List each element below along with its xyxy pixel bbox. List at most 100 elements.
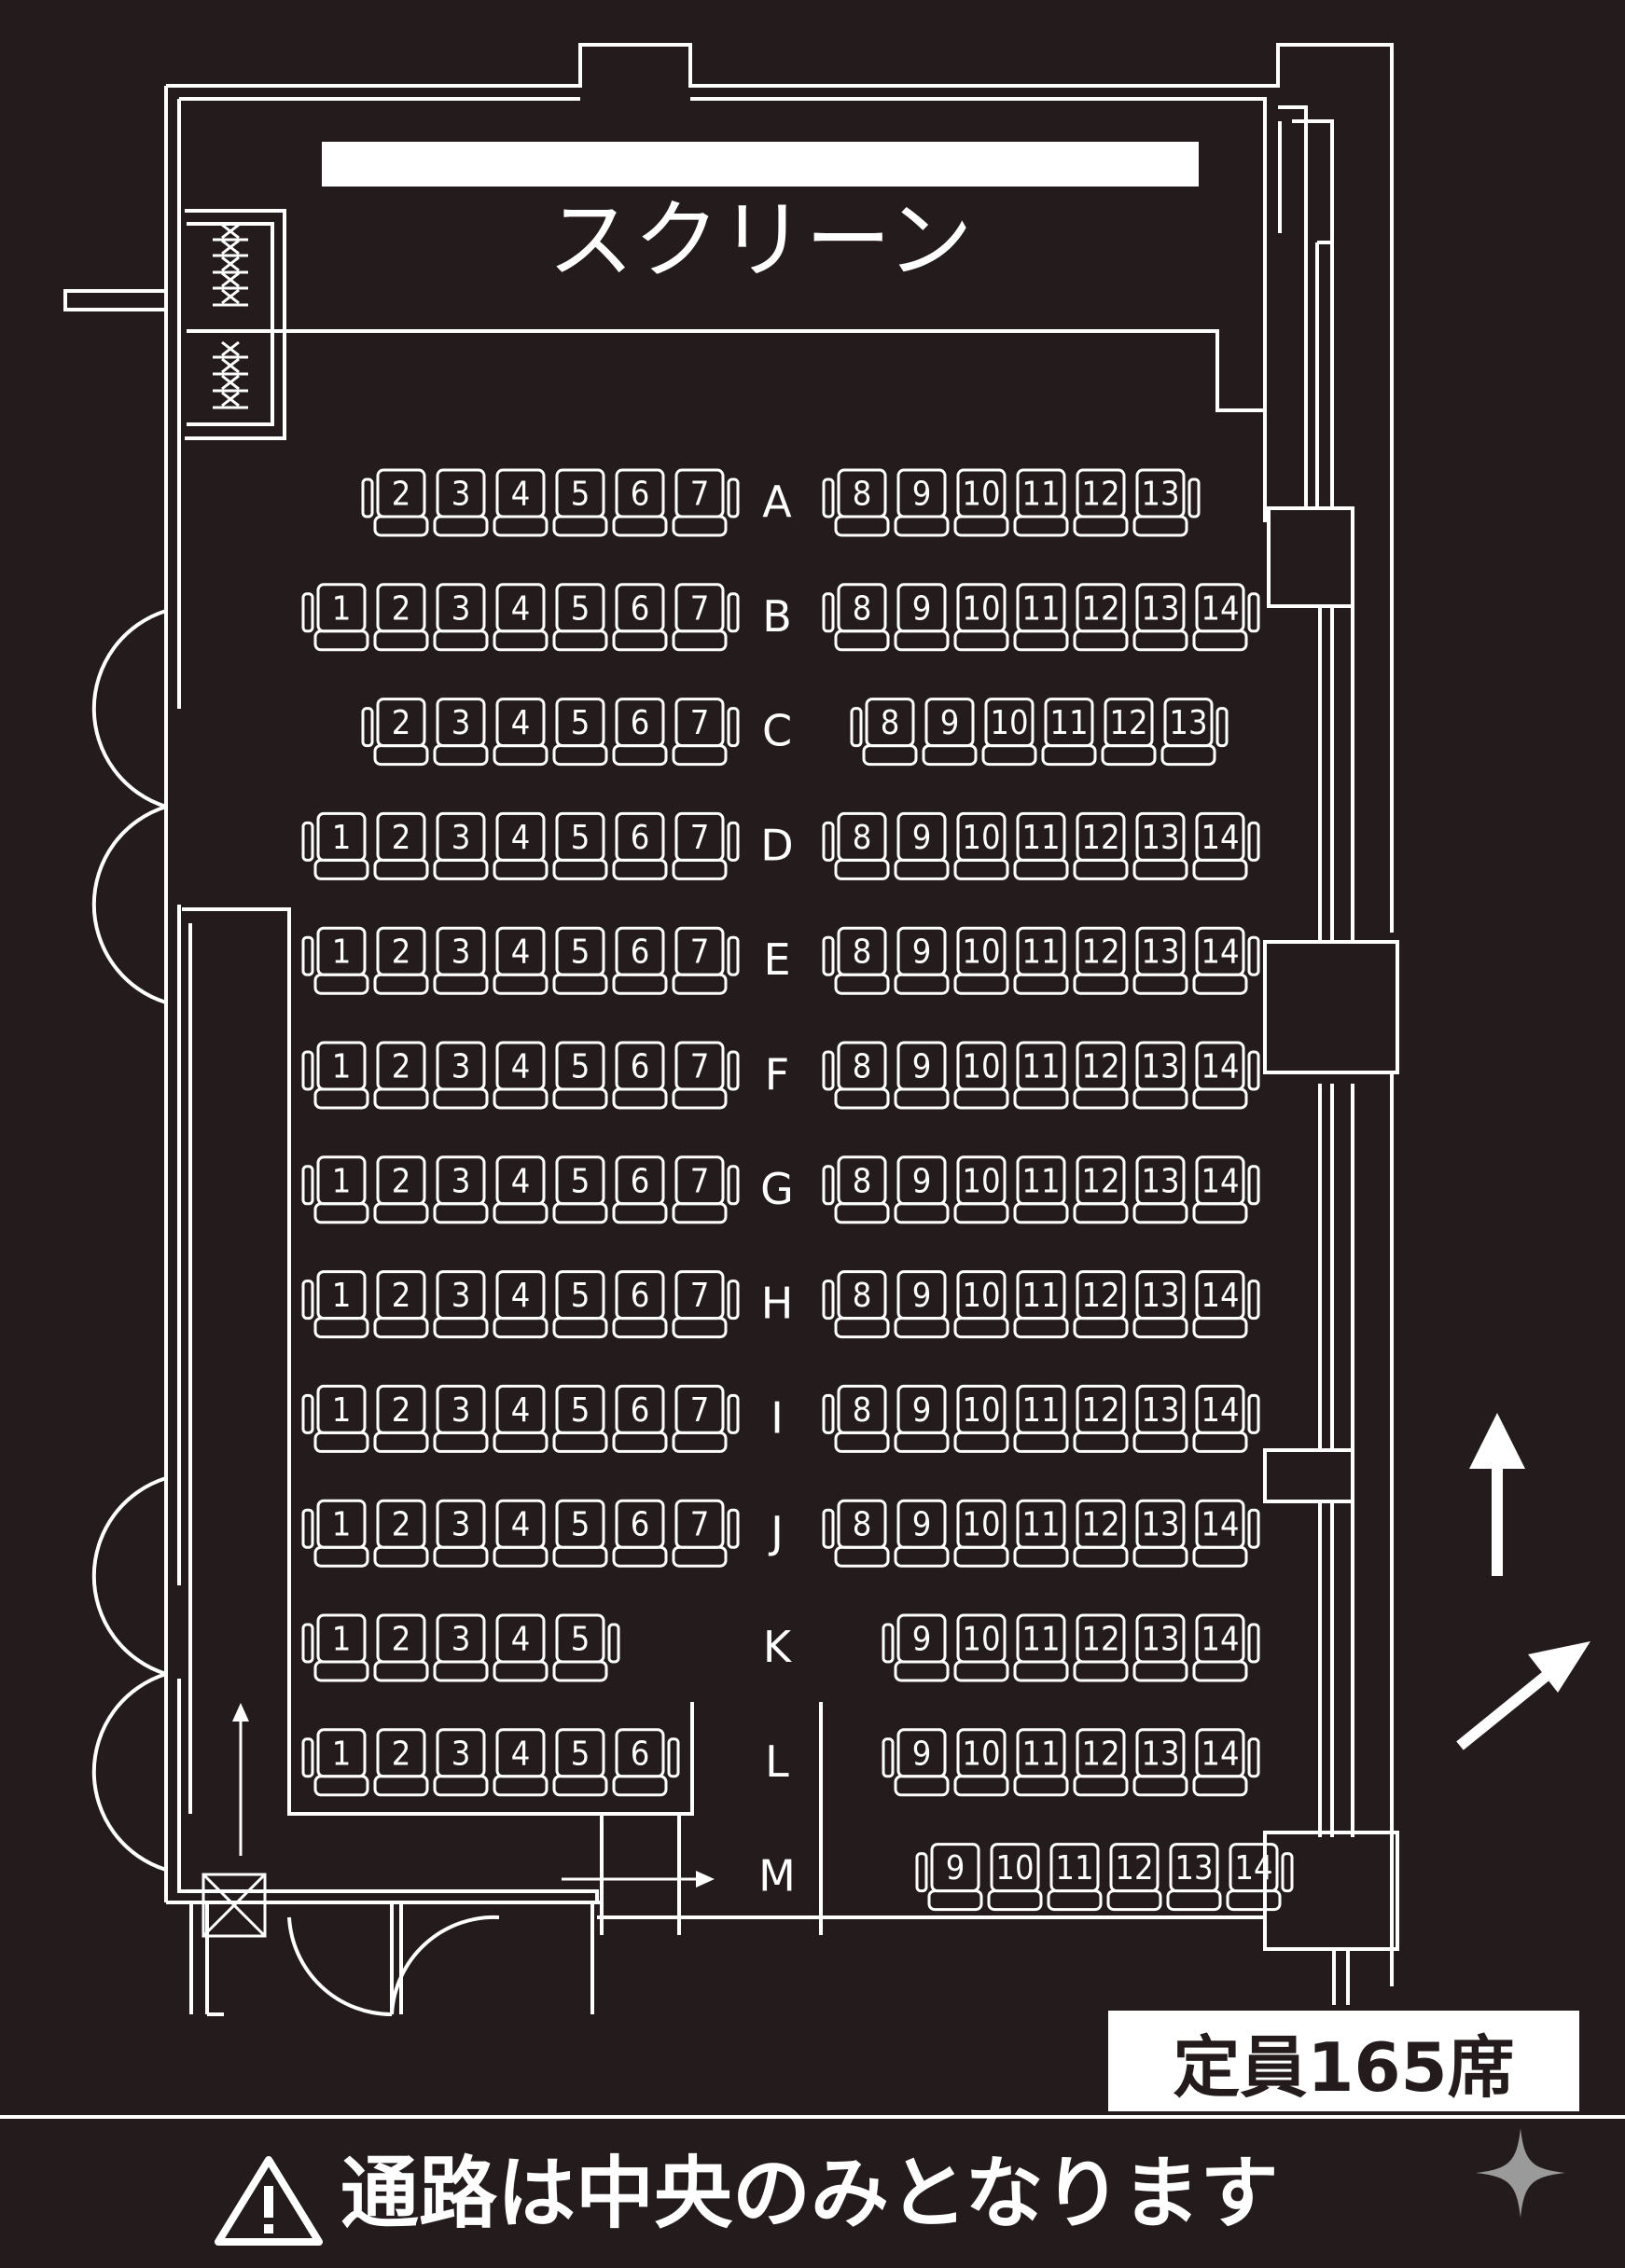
seat[interactable]: 9	[894, 1270, 950, 1339]
seat[interactable]: 14	[1192, 583, 1248, 652]
seat[interactable]: 13	[1132, 1728, 1188, 1797]
seat[interactable]: 1	[313, 1613, 369, 1682]
seat[interactable]: 14	[1226, 1843, 1282, 1912]
seat[interactable]: 9	[894, 1499, 950, 1568]
seat[interactable]: 5	[552, 1270, 608, 1339]
seat[interactable]: 6	[612, 1155, 668, 1224]
seat[interactable]: 1	[313, 1384, 369, 1453]
seat[interactable]: 12	[1101, 698, 1157, 767]
seat[interactable]: 11	[1013, 583, 1069, 652]
seat[interactable]: 1	[313, 1270, 369, 1339]
seat[interactable]: 2	[373, 1041, 429, 1110]
seat[interactable]: 1	[313, 1155, 369, 1224]
seat[interactable]: 12	[1073, 926, 1129, 995]
seat[interactable]: 10	[953, 1041, 1009, 1110]
seat[interactable]: 14	[1192, 1155, 1248, 1224]
seat[interactable]: 8	[834, 1041, 890, 1110]
seat[interactable]: 2	[373, 1499, 429, 1568]
seat[interactable]: 10	[987, 1843, 1043, 1912]
seat[interactable]: 9	[894, 1613, 950, 1682]
seat[interactable]: 5	[552, 926, 608, 995]
seat[interactable]: 7	[672, 698, 728, 767]
seat[interactable]: 10	[953, 1384, 1009, 1453]
seat[interactable]: 13	[1132, 583, 1188, 652]
seat[interactable]: 8	[834, 1384, 890, 1453]
seat[interactable]: 12	[1073, 1499, 1129, 1568]
seat[interactable]: 8	[834, 926, 890, 995]
seat[interactable]: 5	[552, 1499, 608, 1568]
seat[interactable]: 12	[1073, 583, 1129, 652]
seat[interactable]: 10	[953, 1155, 1009, 1224]
seat[interactable]: 12	[1073, 1728, 1129, 1797]
seat[interactable]: 3	[433, 811, 489, 880]
seat[interactable]: 2	[373, 1155, 429, 1224]
seat[interactable]: 3	[433, 583, 489, 652]
seat[interactable]: 7	[672, 1041, 728, 1110]
seat[interactable]: 13	[1166, 1843, 1222, 1912]
seat[interactable]: 11	[1013, 1499, 1069, 1568]
seat[interactable]: 2	[373, 811, 429, 880]
seat[interactable]: 10	[953, 1499, 1009, 1568]
seat[interactable]: 13	[1132, 1499, 1188, 1568]
seat[interactable]: 3	[433, 1041, 489, 1110]
seat[interactable]: 13	[1132, 1041, 1188, 1110]
seat[interactable]: 11	[1013, 468, 1069, 537]
seat[interactable]: 1	[313, 1728, 369, 1797]
seat[interactable]: 11	[1013, 1384, 1069, 1453]
seat[interactable]: 4	[493, 583, 549, 652]
seat[interactable]: 10	[953, 1613, 1009, 1682]
seat[interactable]: 3	[433, 1499, 489, 1568]
seat[interactable]: 2	[373, 1613, 429, 1682]
seat[interactable]: 7	[672, 1155, 728, 1224]
seat[interactable]: 10	[953, 1270, 1009, 1339]
seat[interactable]: 13	[1132, 1384, 1188, 1453]
seat[interactable]: 3	[433, 468, 489, 537]
seat[interactable]: 1	[313, 1041, 369, 1110]
seat[interactable]: 3	[433, 1728, 489, 1797]
seat[interactable]: 6	[612, 1728, 668, 1797]
seat[interactable]: 14	[1192, 926, 1248, 995]
seat[interactable]: 7	[672, 1270, 728, 1339]
seat[interactable]: 7	[672, 1384, 728, 1453]
seat[interactable]: 13	[1132, 811, 1188, 880]
seat[interactable]: 9	[894, 1155, 950, 1224]
seat[interactable]: 11	[1013, 1270, 1069, 1339]
seat[interactable]: 14	[1192, 1728, 1248, 1797]
seat[interactable]: 6	[612, 811, 668, 880]
seat[interactable]: 13	[1132, 1613, 1188, 1682]
seat[interactable]: 11	[1013, 811, 1069, 880]
seat[interactable]: 4	[493, 698, 549, 767]
seat[interactable]: 11	[1013, 926, 1069, 995]
seat[interactable]: 5	[552, 468, 608, 537]
seat[interactable]: 6	[612, 1384, 668, 1453]
seat[interactable]: 9	[927, 1843, 983, 1912]
seat[interactable]: 13	[1132, 926, 1188, 995]
seat[interactable]: 3	[433, 926, 489, 995]
seat[interactable]: 1	[313, 583, 369, 652]
seat[interactable]: 14	[1192, 1041, 1248, 1110]
seat[interactable]: 7	[672, 583, 728, 652]
seat[interactable]: 14	[1192, 1613, 1248, 1682]
seat[interactable]: 5	[552, 1384, 608, 1453]
seat[interactable]: 1	[313, 811, 369, 880]
seat[interactable]: 8	[862, 698, 918, 767]
seat[interactable]: 6	[612, 1270, 668, 1339]
seat[interactable]: 10	[953, 583, 1009, 652]
seat[interactable]: 8	[834, 583, 890, 652]
seat[interactable]: 4	[493, 1499, 549, 1568]
seat[interactable]: 3	[433, 698, 489, 767]
seat[interactable]: 9	[894, 583, 950, 652]
seat[interactable]: 4	[493, 1728, 549, 1797]
seat[interactable]: 4	[493, 926, 549, 995]
seat[interactable]: 13	[1160, 698, 1216, 767]
seat[interactable]: 6	[612, 583, 668, 652]
seat[interactable]: 11	[1013, 1155, 1069, 1224]
seat[interactable]: 8	[834, 811, 890, 880]
seat[interactable]: 10	[981, 698, 1037, 767]
seat[interactable]: 6	[612, 1041, 668, 1110]
seat[interactable]: 1	[313, 926, 369, 995]
seat[interactable]: 7	[672, 926, 728, 995]
seat[interactable]: 10	[953, 468, 1009, 537]
seat[interactable]: 10	[953, 926, 1009, 995]
seat[interactable]: 8	[834, 468, 890, 537]
